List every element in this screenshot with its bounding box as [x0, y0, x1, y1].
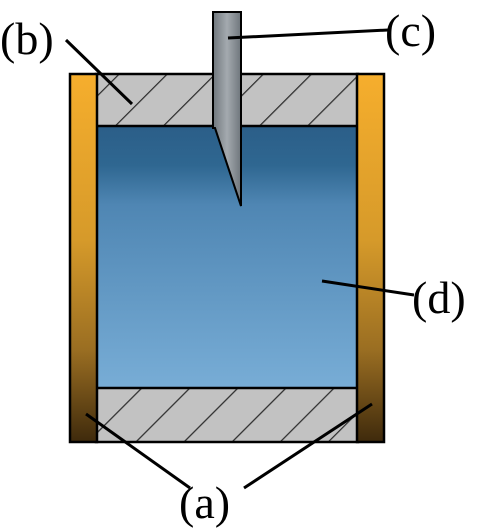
leader-line-b: [64, 38, 134, 106]
bottom-cap: [94, 386, 360, 444]
liquid-region: [96, 126, 358, 388]
label-a: (a): [179, 477, 230, 528]
label-b: (b): [0, 13, 54, 64]
leader-line-a-left: [85, 412, 191, 490]
leader-line-c: [227, 28, 389, 40]
label-d: (d): [412, 272, 466, 323]
leader-line-a-right: [243, 402, 373, 490]
left-wall: [68, 72, 99, 444]
right-wall: [355, 72, 386, 444]
needle-probe: [212, 11, 242, 207]
label-c: (c): [385, 5, 436, 56]
leader-line-d: [321, 279, 415, 297]
